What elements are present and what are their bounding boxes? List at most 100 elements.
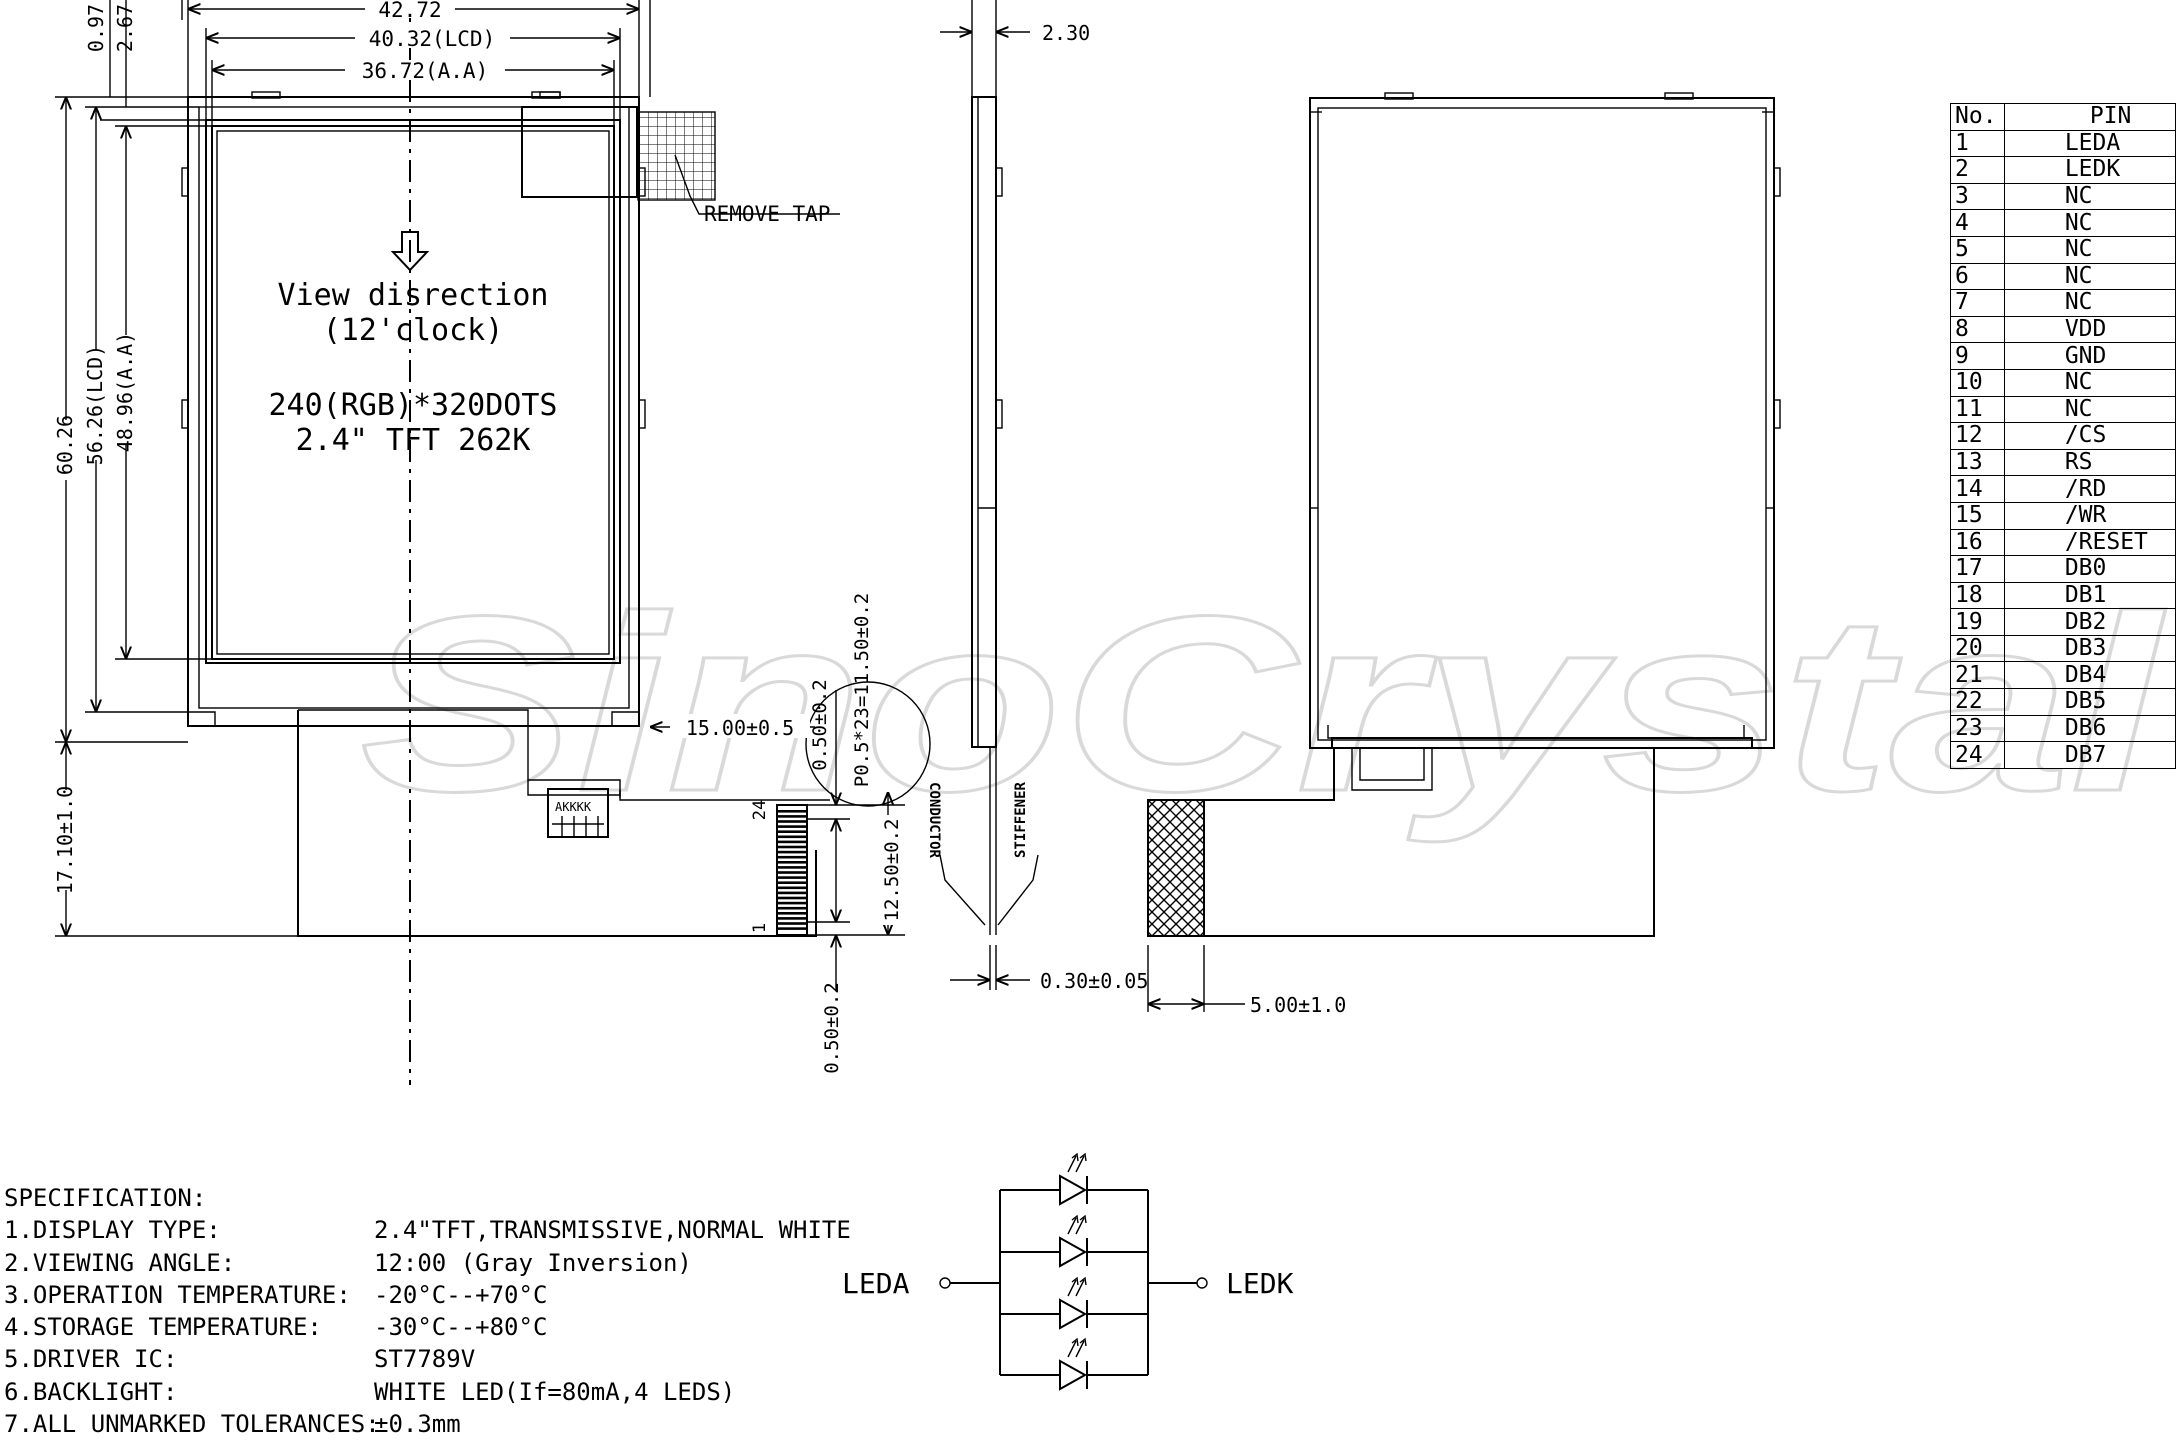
- pad-top-dim: 0.50±0.2: [809, 679, 831, 771]
- fpc-offset-dim: 15.00±0.5: [686, 716, 794, 740]
- spec-key: 3.OPERATION TEMPERATURE:: [4, 1280, 351, 1309]
- fpc-marking: AKKKK: [555, 800, 592, 814]
- spec-key: 5.DRIVER IC:: [4, 1345, 178, 1374]
- clock-label: (12'clock): [323, 313, 504, 348]
- pin-number: 22: [1950, 688, 2005, 716]
- contact-pad: [778, 906, 806, 910]
- contact-pad: [778, 876, 806, 879]
- contact-pad: [778, 871, 806, 874]
- contact-pad: [778, 820, 806, 823]
- conductor-label: CONDUCTOR: [926, 782, 942, 858]
- spec-key: 4.STORAGE TEMPERATURE:: [4, 1313, 322, 1342]
- pin-name: DB1: [2003, 581, 2176, 610]
- pin-number: 17: [1950, 555, 2005, 583]
- stiffener-width-dim: 5.00±1.0: [1250, 993, 1346, 1017]
- spec-value: 2.4"TFT,TRANSMISSIVE,NORMAL WHITE: [374, 1216, 851, 1245]
- spec-row: 2.VIEWING ANGLE:12:00 (Gray Inversion): [4, 1247, 851, 1279]
- spec-key: 7.ALL UNMARKED TOLERANCES:: [4, 1410, 380, 1439]
- pin-table-header: No. PIN: [1950, 103, 2176, 131]
- pin-number: 23: [1950, 714, 2005, 743]
- pin-name: DB5: [2003, 688, 2176, 716]
- back-view: 5.00±1.0: [1147, 92, 1781, 1017]
- contact-pad: [778, 815, 806, 818]
- panel-type-label: 2.4" TFT 262K: [296, 423, 531, 458]
- pin-name-header: PIN: [2003, 103, 2176, 131]
- pin-name: RS: [2003, 448, 2176, 477]
- spec-value: -20°C--+70°C: [374, 1280, 548, 1309]
- contact-pad: [778, 896, 806, 900]
- lcd-width-dim: 40.32(LCD): [369, 27, 495, 51]
- contact-pad: [778, 810, 806, 813]
- pin-no-header: No.: [1950, 103, 2005, 131]
- pin-name: VDD: [2003, 315, 2176, 344]
- contact-pad: [778, 825, 806, 828]
- spec-row: 5.DRIVER IC: ST7789V: [4, 1343, 851, 1375]
- pin-name: /RESET: [2003, 528, 2176, 557]
- spec-row: 4.STORAGE TEMPERATURE:-30°C--+80°C: [4, 1311, 851, 1343]
- pin-name: NC: [2003, 395, 2176, 424]
- pin-name: NC: [2003, 262, 2176, 291]
- pin-number: 19: [1950, 608, 2005, 636]
- aa-width-dim: 36.72(A.A): [362, 59, 488, 83]
- remove-tap-label: REMOVE TAP: [704, 202, 830, 226]
- pin-name: NC: [2003, 235, 2176, 264]
- led-diode-icon: [1000, 1276, 1148, 1330]
- table-row: 14/RD: [1950, 475, 2176, 503]
- pin-number: 15: [1950, 501, 2005, 530]
- pin-number: 3: [1950, 182, 2005, 211]
- contact-pad: [778, 866, 806, 869]
- pin-number: 4: [1950, 209, 2005, 237]
- side-view: 2.30 CONDUCTOR STIFFENER 0.30±0.05: [926, 0, 1148, 993]
- pad-span-dim: 12.50±0.2: [881, 819, 903, 922]
- resolution-label: 240(RGB)*320DOTS: [269, 388, 558, 423]
- pin-number: 12: [1950, 422, 2005, 450]
- pin-name: DB3: [2003, 634, 2176, 663]
- pin-name: DB2: [2003, 608, 2176, 636]
- pin-name: NC: [2003, 209, 2176, 237]
- contact-pad: [778, 891, 806, 895]
- pin-name: LEDA: [2003, 129, 2176, 158]
- pin-name: NC: [2003, 289, 2176, 317]
- top-margin-1-dim: 0.97: [84, 4, 108, 52]
- front-view: REMOVE TAP View disrection (12'clock) 24…: [52, 0, 931, 1085]
- pin-number: 20: [1950, 634, 2005, 663]
- pin-number: 8: [1950, 315, 2005, 344]
- pin-24-label: 24: [750, 800, 770, 820]
- contact-pad: [778, 830, 806, 833]
- contact-pad: [778, 912, 806, 915]
- pin-number: 11: [1950, 395, 2005, 424]
- pin-number: 5: [1950, 235, 2005, 264]
- contact-pad: [778, 886, 806, 890]
- contact-pad: [778, 917, 806, 920]
- overall-width-dim: 42.72: [378, 0, 441, 22]
- pin-name: GND: [2003, 342, 2176, 370]
- pin-number: 24: [1950, 741, 2005, 769]
- anode-terminal-icon: [939, 1277, 951, 1289]
- pin-number: 6: [1950, 262, 2005, 291]
- fpc-thickness-dim: 0.30±0.05: [1040, 969, 1148, 993]
- spec-value: ST7789V: [374, 1345, 476, 1374]
- watermark-logo: SinoCrystal: [360, 564, 2166, 843]
- view-direction-arrow-icon: [390, 231, 430, 272]
- pin-name: DB6: [2003, 714, 2176, 743]
- pin-number: 7: [1950, 289, 2005, 317]
- specification-block: SPECIFICATION: 1.DISPLAY TYPE:2.4"TFT,TR…: [4, 1182, 851, 1440]
- pin-name: DB4: [2003, 661, 2176, 690]
- pin-number: 10: [1950, 368, 2005, 397]
- contact-pad: [778, 927, 806, 930]
- spec-row: 1.DISPLAY TYPE:2.4"TFT,TRANSMISSIVE,NORM…: [4, 1214, 851, 1246]
- led-diode-icon: [1000, 1214, 1148, 1268]
- pin-name: NC: [2003, 182, 2176, 211]
- pin-number: 1: [1950, 129, 2005, 158]
